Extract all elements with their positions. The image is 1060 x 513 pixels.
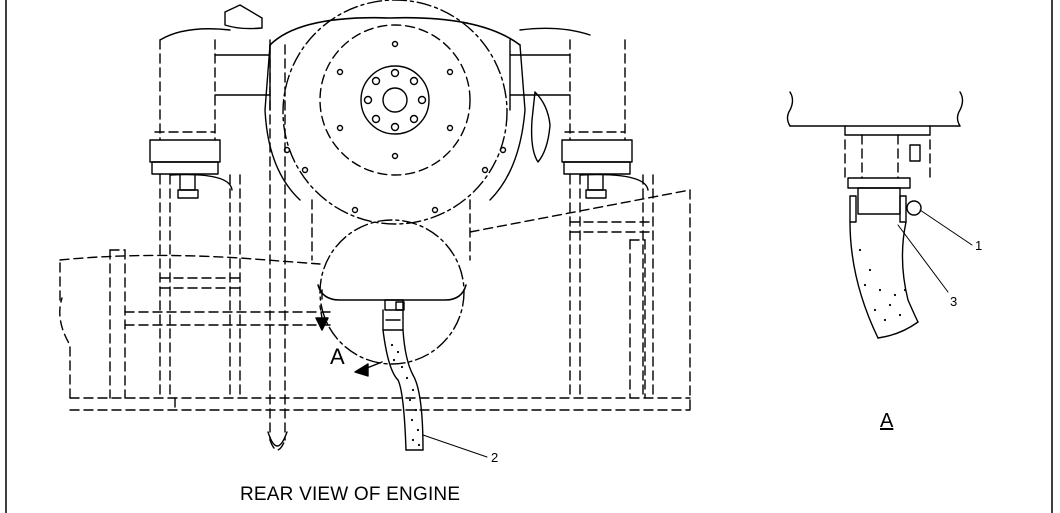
oil-pan (318, 220, 466, 364)
leader-line-1 (920, 210, 972, 245)
hose-texture (391, 344, 419, 445)
flywheel-housing (265, 0, 525, 260)
left-exhaust-pipe (150, 5, 270, 398)
view-arrows (316, 306, 382, 376)
view-a-marker: A (330, 344, 345, 369)
diagram-caption: REAR VIEW OF ENGINE (240, 484, 461, 505)
diagram-border (6, 0, 1052, 513)
callout-3: 3 (950, 294, 958, 309)
rear-view-engine (60, 0, 690, 457)
leader-line-3 (898, 225, 948, 292)
detail-view-a (788, 92, 973, 338)
callout-1: 1 (975, 238, 983, 253)
leader-line-2 (423, 435, 487, 457)
drain-hose (383, 300, 423, 450)
right-exhaust-pipe (510, 28, 653, 398)
callout-2: 2 (491, 450, 499, 465)
frame-rail (60, 190, 690, 410)
detail-view-title: A (880, 410, 894, 432)
dipstick-ring (268, 432, 287, 446)
dipstick (270, 45, 285, 450)
